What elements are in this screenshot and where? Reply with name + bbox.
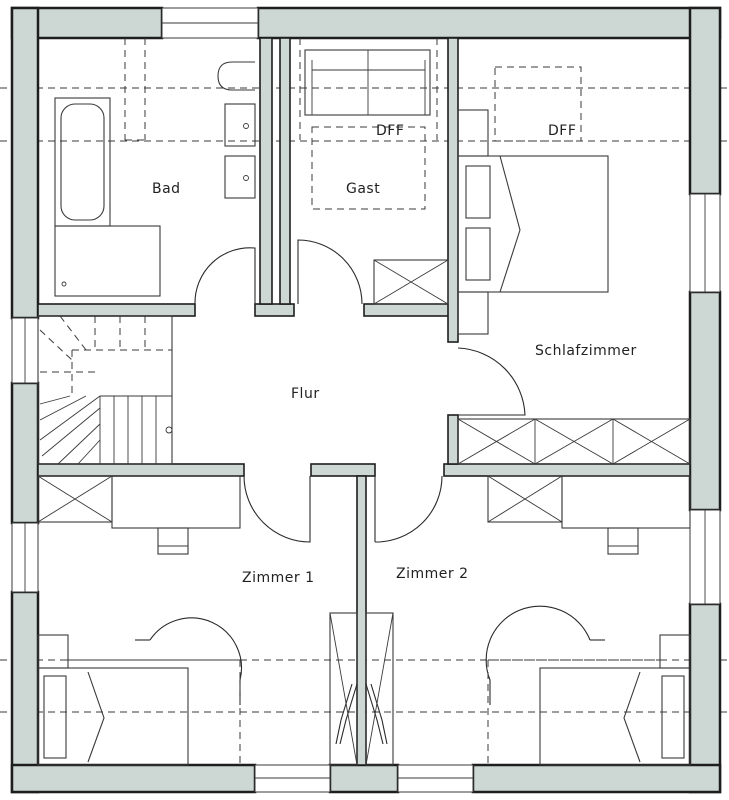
bathroom-fixtures bbox=[54, 38, 256, 297]
window-label-dff-gast: DFF bbox=[376, 123, 404, 139]
room-label-schlafzimmer: Schlafzimmer bbox=[535, 343, 637, 359]
interior-walls bbox=[37, 37, 691, 766]
bedroom-furniture bbox=[457, 66, 691, 465]
exterior-walls bbox=[10, 6, 722, 794]
door-swings bbox=[194, 239, 526, 543]
room-label-zimmer1: Zimmer 1 bbox=[242, 570, 314, 586]
room-label-gast: Gast bbox=[346, 181, 380, 197]
room-label-zimmer2: Zimmer 2 bbox=[396, 566, 468, 582]
room-label-bad: Bad bbox=[152, 181, 181, 197]
room-labels: Bad Gast Schlafzimmer Flur Zimmer 1 Zimm… bbox=[152, 123, 637, 586]
room2-furniture bbox=[485, 475, 691, 766]
center-wardrobes bbox=[329, 612, 394, 766]
room-label-flur: Flur bbox=[291, 386, 320, 402]
guest-room-furniture bbox=[299, 38, 449, 305]
windows bbox=[11, 7, 721, 793]
room1-furniture bbox=[37, 475, 243, 766]
window-label-dff-schlafzimmer: DFF bbox=[548, 123, 576, 139]
staircase bbox=[37, 315, 173, 465]
